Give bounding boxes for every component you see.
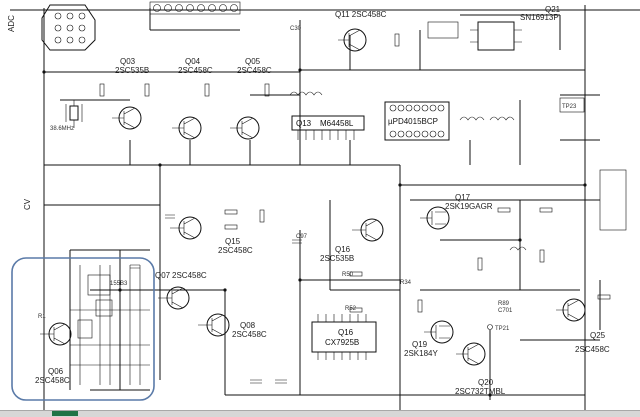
q17-label: Q17 xyxy=(455,193,471,202)
q03-label: Q03 xyxy=(120,57,136,66)
transistor-q03: Q03 2SC535B xyxy=(112,57,149,130)
right-components: TP23 xyxy=(559,97,627,231)
q03-part-label: 2SC535B xyxy=(115,66,149,75)
transistor-q20: Q20 2SC732TMBL TP21 xyxy=(455,324,510,396)
sheet-tab-bar xyxy=(0,410,640,417)
tp23-label: TP23 xyxy=(562,104,577,110)
selection-highlight xyxy=(11,257,155,401)
q04-label: Q04 xyxy=(185,57,201,66)
c30-label: C30 xyxy=(290,26,302,32)
q15-part-label: 2SC458C xyxy=(218,246,253,255)
q14-part-label: µPD4015BCP xyxy=(388,117,438,126)
tp21-label: TP21 xyxy=(495,326,510,332)
tuner-freq-label: 155B3 xyxy=(110,281,128,287)
r34-label: R34 xyxy=(400,280,412,286)
transistor-q11: Q11 2SC458C C30 xyxy=(290,10,387,52)
transistor-q08: Q08 2SC458C xyxy=(198,313,267,339)
q16-ic-label: Q16 xyxy=(338,328,354,337)
ic-q16: Q16 CX7925B R50 R52 R34 xyxy=(311,272,412,360)
transistor-q15: Q15 2SC458C xyxy=(170,216,253,255)
q20-part-label: 2SC732TMBL xyxy=(455,387,506,396)
q05-part-label: 2SC458C xyxy=(237,66,272,75)
crystal-x1: 38.6MHz xyxy=(50,100,83,132)
q11-label: Q11 2SC458C xyxy=(335,10,387,19)
transistor-q19: Q19 2SK184Y xyxy=(404,320,454,358)
q19-part-label: 2SK184Y xyxy=(404,349,438,358)
q16-ic-part-label: CX7925B xyxy=(325,338,359,347)
r50-label: R50 xyxy=(342,272,354,278)
transistor-q17: Q17 2SK19GAGR xyxy=(420,193,493,230)
coil-l02 xyxy=(459,116,515,121)
q25-part-label: 2SC458C xyxy=(575,345,610,354)
wiring xyxy=(10,5,640,417)
adc-connector: ADC xyxy=(7,4,96,51)
q19-label: Q19 xyxy=(412,340,428,349)
r52-label: R52 xyxy=(345,306,357,312)
coil-l01 xyxy=(289,91,323,96)
q21-part-label: SN16913P xyxy=(520,13,559,22)
q07-label: Q07 xyxy=(155,271,171,280)
q16-upper-label: Q16 xyxy=(335,245,351,254)
q20-label: Q20 xyxy=(478,378,494,387)
q08-label: Q08 xyxy=(240,321,256,330)
transistor-q25: Q25 2SC458C R89 C701 xyxy=(498,298,610,354)
q08-part-label: 2SC458C xyxy=(232,330,267,339)
q15-label: Q15 xyxy=(225,237,241,246)
passive-components xyxy=(99,33,611,384)
q06-part-label: 2SC458C xyxy=(35,376,70,385)
adc-label: ADC xyxy=(7,15,16,32)
ic-q21: Q21 SN16913P xyxy=(427,5,561,51)
transistor-q05: Q05 2SC458C xyxy=(230,57,272,140)
q25-label: Q25 xyxy=(590,331,606,340)
q16-upper-part-label: 2SC535B xyxy=(320,254,354,263)
q04-part-label: 2SC458C xyxy=(178,66,213,75)
transistor-q16-upper: Q16 2SC535B C97 xyxy=(296,218,384,263)
c701-label: C701 xyxy=(498,308,513,314)
transistor-q06: Q06 2SC458C R1 xyxy=(35,314,72,385)
q13-label: Q13 xyxy=(296,119,312,128)
active-sheet-tab[interactable] xyxy=(52,411,78,416)
q21-label: Q21 xyxy=(545,5,561,14)
r1-label: R1 xyxy=(38,314,46,320)
header-pins xyxy=(149,1,241,15)
r89-label: R89 xyxy=(498,301,510,307)
q17-part-label: 2SK19GAGR xyxy=(445,202,493,211)
q07-part-label: 2SC458C xyxy=(172,271,207,280)
q06-label: Q06 xyxy=(48,367,64,376)
transistor-q07: Q07 2SC458C xyxy=(155,271,207,310)
junction-dots xyxy=(42,68,587,397)
transistor-q04: Q04 2SC458C xyxy=(172,57,213,140)
q05-label: Q05 xyxy=(245,57,261,66)
tuner-block: 155B3 xyxy=(70,265,150,385)
crystal-label: 38.6MHz xyxy=(50,126,74,132)
cv-label: CV xyxy=(23,198,32,210)
q13-part-label: M64458L xyxy=(320,119,354,128)
ic-q14: µPD4015BCP xyxy=(384,101,450,141)
ic-q13: Q13 M64458L xyxy=(291,115,365,140)
c97-label: C97 xyxy=(296,234,308,240)
